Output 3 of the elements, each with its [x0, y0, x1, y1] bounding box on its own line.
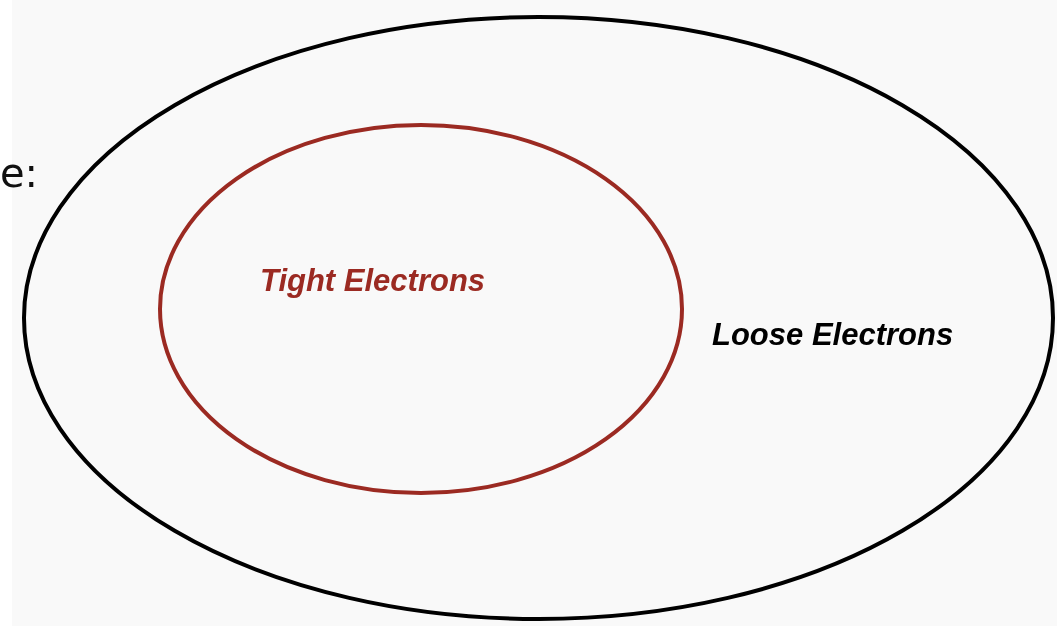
region-label: Loose Electrons: [712, 317, 954, 353]
region-label: Tight Electrons: [260, 263, 486, 299]
text-fragment: e:: [0, 150, 39, 196]
